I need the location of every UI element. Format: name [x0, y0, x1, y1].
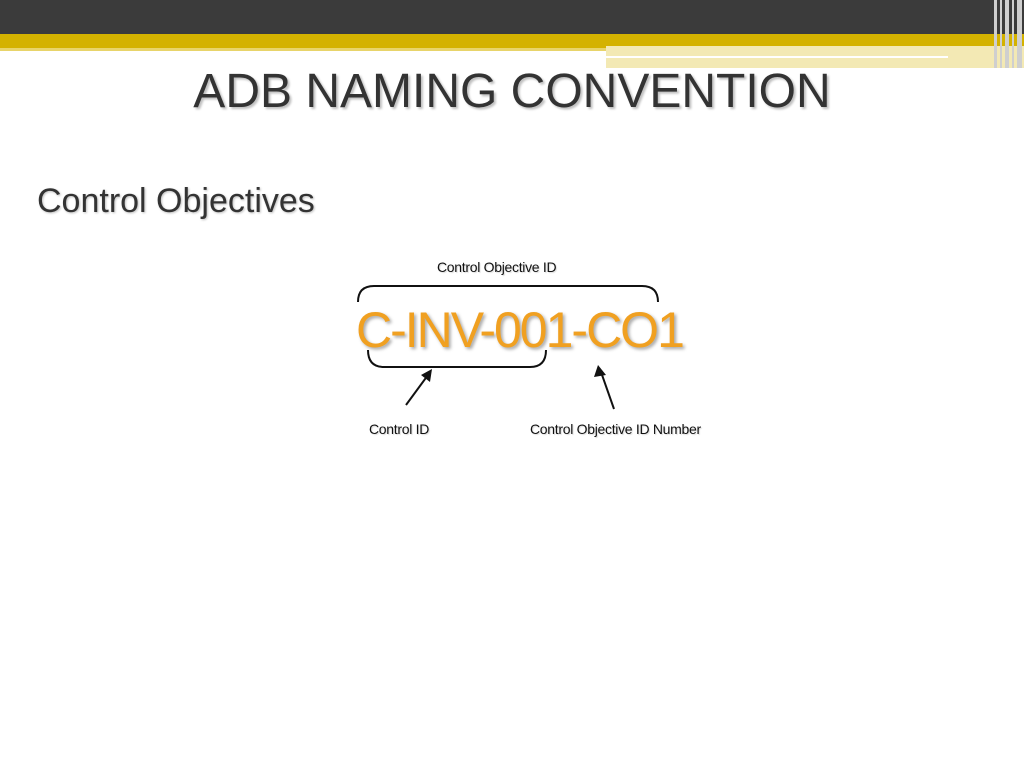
header-stripes	[992, 0, 1024, 68]
header-gold-underline	[0, 48, 606, 51]
slide-title: ADB NAMING CONVENTION	[193, 65, 831, 118]
control-objective-id-number-label: Control Objective ID Number	[530, 421, 701, 437]
header-dark-bar	[0, 0, 1024, 34]
control-id-label: Control ID	[369, 421, 430, 437]
slide-subtitle: Control Objectives	[37, 182, 315, 220]
right-arrow-line	[600, 371, 615, 410]
control-objective-id-label: Control Objective ID	[437, 259, 557, 275]
header-gold-band	[0, 34, 1024, 48]
naming-code: C-INV-001-CO1	[356, 302, 685, 358]
right-arrow-head	[594, 365, 606, 377]
header-white-line	[606, 56, 948, 58]
left-arrow-line	[405, 374, 429, 406]
left-arrow-head	[421, 369, 432, 382]
